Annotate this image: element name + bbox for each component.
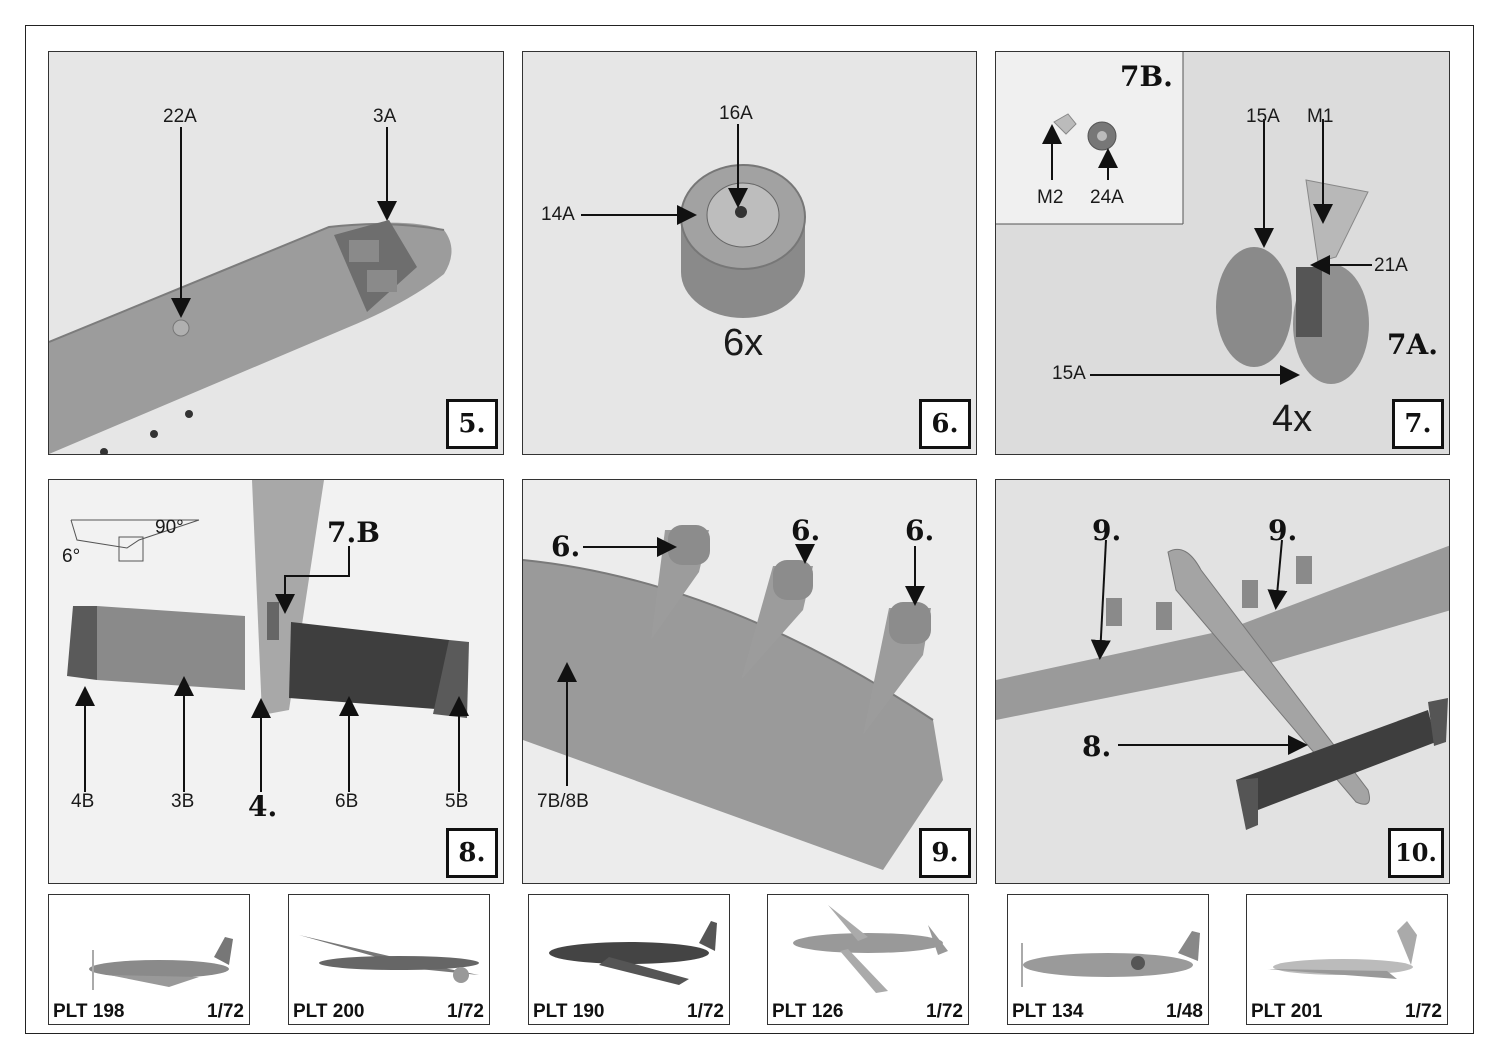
step-5-panel: 22A 3A 5.: [48, 51, 504, 455]
kit-card-plt201: PLT 201 1/72: [1246, 894, 1448, 1025]
kit-scale: 1/72: [1405, 1001, 1442, 1022]
sub-step-7b-label: 7B.: [1120, 60, 1173, 93]
fuselage-nose-photo: [49, 127, 452, 454]
callout-16A: 16A: [719, 103, 753, 124]
callout-15A-bottom: 15A: [1052, 363, 1086, 384]
step-number: 9.: [919, 828, 971, 878]
kit-scale: 1/72: [687, 1001, 724, 1022]
step-10-panel: 9. 9. 8. 10.: [995, 479, 1450, 884]
kit-card-plt200: PLT 200 1/72: [288, 894, 490, 1025]
quantity-label: 6x: [723, 322, 764, 364]
ref-step-6-c: 6.: [905, 514, 935, 547]
kit-scale: 1/72: [926, 1001, 963, 1022]
ref-step-8: 8.: [1082, 730, 1112, 763]
aircraft-illustration: [1267, 921, 1417, 979]
kit-code: PLT 200: [293, 1001, 365, 1022]
callout-5B: 5B: [445, 791, 469, 812]
step-6-panel: 16A 14A 6x 6.: [522, 51, 977, 455]
ref-7b: 7.B: [327, 516, 380, 549]
aircraft-illustration: [89, 937, 233, 990]
kit-scale: 1/72: [447, 1001, 484, 1022]
ref-step-4: 4.: [248, 790, 278, 823]
completed-model-photo: [996, 539, 1449, 830]
wing-nacelles-photo: [523, 525, 943, 870]
callout-M1: M1: [1307, 106, 1334, 127]
callout-15A-top: 15A: [1246, 106, 1280, 127]
main-gear-photo: [996, 52, 1372, 385]
kit-card-plt198: PLT 198 1/72: [48, 894, 250, 1025]
callout-6B: 6B: [335, 791, 359, 812]
kit-card-plt126: PLT 126 1/72: [767, 894, 969, 1025]
callout-22A: 22A: [163, 106, 197, 127]
kit-code: PLT 134: [1012, 1001, 1084, 1022]
ref-step-6-a: 6.: [551, 530, 581, 563]
callout-14A: 14A: [541, 204, 575, 225]
callout-24A: 24A: [1090, 187, 1124, 208]
ref-step-6-b: 6.: [791, 514, 821, 547]
aircraft-illustration: [299, 935, 479, 983]
kit-code: PLT 190: [533, 1001, 605, 1022]
quantity-label: 4x: [1272, 398, 1313, 440]
kit-code: PLT 198: [53, 1001, 125, 1022]
ref-step-9-b: 9.: [1268, 514, 1298, 547]
kit-card-plt134: PLT 134 1/48: [1007, 894, 1209, 1025]
kit-card-plt190: PLT 190 1/72: [528, 894, 730, 1025]
aircraft-illustration: [549, 921, 717, 985]
step-7-panel: 7B. M2 24A 15A M1 21A 15A 7A. 4x 7.: [995, 51, 1450, 455]
callout-7B-8B: 7B/8B: [537, 791, 589, 812]
ref-step-9-a: 9.: [1092, 514, 1122, 547]
callout-3A: 3A: [373, 106, 397, 127]
wheel-photo: [581, 124, 806, 318]
step-number: 8.: [446, 828, 498, 878]
callout-M2: M2: [1037, 187, 1064, 208]
step-number: 7.: [1392, 399, 1444, 449]
aircraft-illustration: [793, 905, 948, 993]
step-number: 6.: [919, 399, 971, 449]
angle-6: 6°: [62, 546, 81, 567]
kit-code: PLT 201: [1251, 1001, 1323, 1022]
callout-3B: 3B: [171, 791, 195, 812]
kit-scale: 1/72: [207, 1001, 244, 1022]
tail-assembly-photo: [67, 480, 469, 792]
kit-code: PLT 126: [772, 1001, 844, 1022]
step-number: 5.: [446, 399, 498, 449]
angle-90: 90°: [155, 517, 184, 538]
page-frame: [25, 25, 1474, 1034]
callout-21A: 21A: [1374, 255, 1408, 276]
step-number: 10.: [1388, 828, 1444, 878]
step-9-panel: 6. 6. 6. 7B/8B 9.: [522, 479, 977, 884]
step-8-panel: 90° 6° 7.B 4B 3B 4. 6B 5B 8.: [48, 479, 504, 884]
aircraft-illustration: [1021, 931, 1200, 987]
callout-4B: 4B: [71, 791, 95, 812]
kit-scale: 1/48: [1166, 1001, 1203, 1022]
sub-step-7a-label: 7A.: [1387, 328, 1438, 361]
